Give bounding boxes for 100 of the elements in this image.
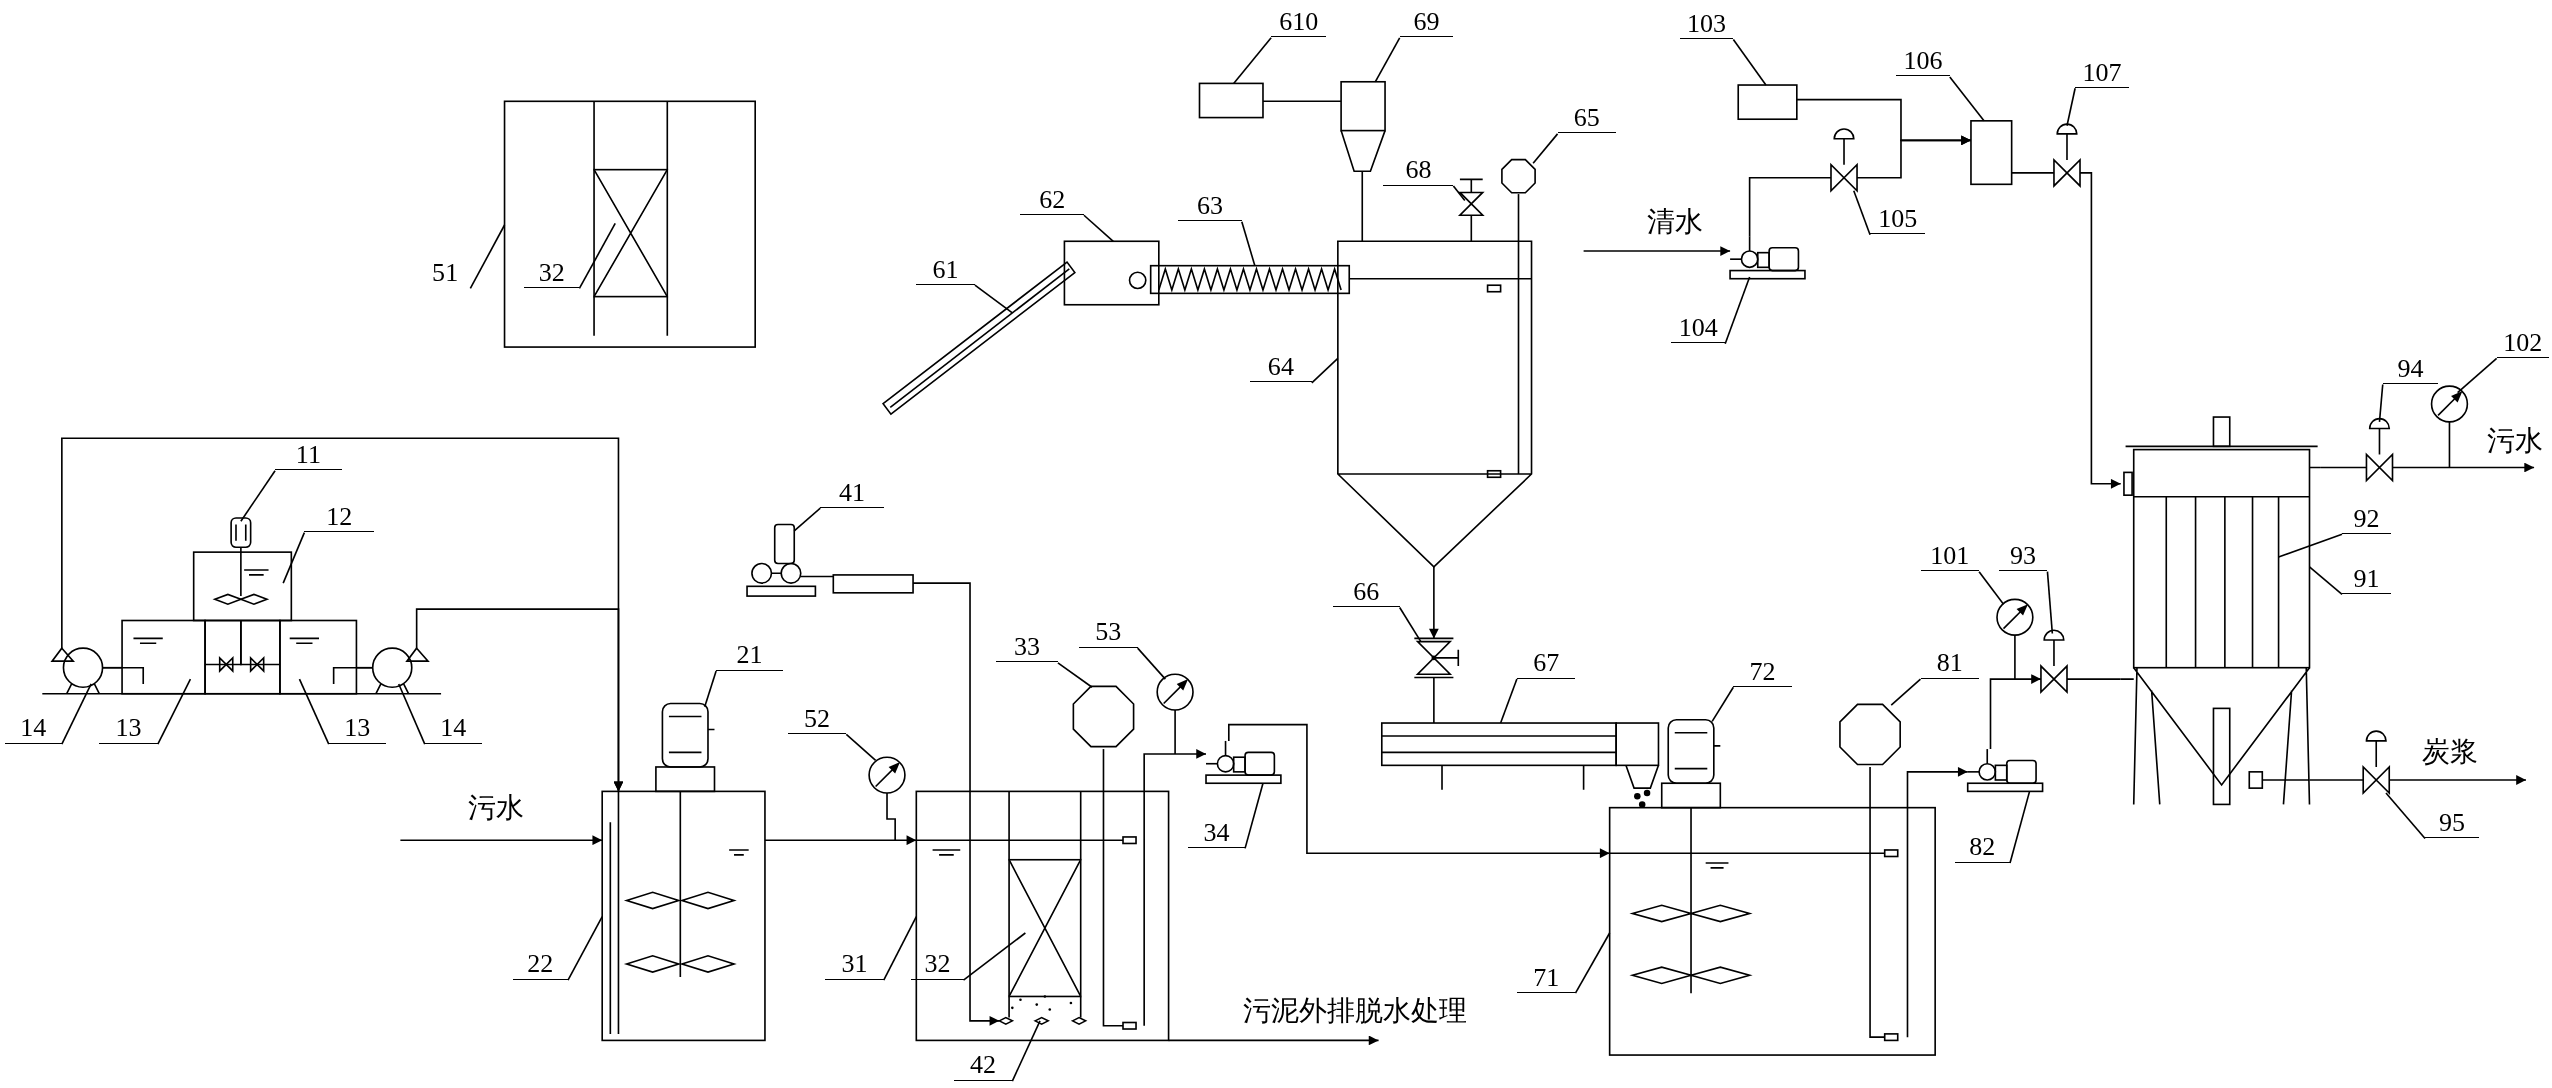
pipe-line (1582, 246, 1731, 256)
callout-number: 67 (1516, 649, 1576, 679)
leader-line (962, 932, 1027, 981)
callout-number: 33 (996, 633, 1058, 663)
pipe-line (399, 835, 603, 846)
conveyor-drawing (881, 260, 1076, 416)
pipe-line (1796, 98, 1972, 146)
callout-number: 62 (1020, 185, 1084, 215)
callout-number: 68 (1383, 156, 1454, 186)
callout-number: 71 (1516, 963, 1576, 993)
callout-number: 103 (1679, 9, 1734, 40)
hopper-tank-drawing (1337, 240, 1533, 568)
valve-icon (2053, 123, 2081, 188)
callout-number: 104 (1671, 314, 1726, 344)
callout-number: 66 (1332, 577, 1400, 608)
blower-drawing (746, 523, 914, 597)
valve-icon (1413, 637, 1460, 679)
pipe-line (912, 582, 1001, 1026)
leader-line (703, 670, 717, 708)
mixing-box (1970, 120, 2013, 186)
leader-line (2456, 357, 2498, 394)
octagon-icon (1501, 158, 1536, 194)
pipe-line (1869, 766, 1871, 809)
leader-line (282, 531, 306, 584)
pipe-line (1429, 565, 1439, 640)
leader-line (1241, 220, 1256, 267)
pressure-gauge-icon (1156, 673, 1194, 755)
leader-line (1398, 606, 1422, 643)
callout-number: 64 (1249, 353, 1312, 383)
leader-line (2066, 87, 2076, 127)
pipe-line (1008, 995, 1010, 1019)
leader-line (1011, 1020, 1041, 1082)
mixing-tank-drawing (192, 546, 293, 622)
control-box (1737, 84, 1798, 121)
leader-line (1711, 686, 1735, 723)
callout-number: 610 (1271, 8, 1327, 38)
octagon-icon (1072, 685, 1135, 748)
leader-line (1499, 678, 1518, 724)
pipe-line (2079, 172, 2122, 489)
callout-number: 105 (1870, 205, 1926, 235)
leader-line (1136, 647, 1167, 680)
pressure-gauge-icon (2430, 385, 2469, 469)
leader-line (1724, 276, 1751, 345)
valve-icon (2362, 730, 2391, 795)
valve-icon (1457, 178, 1485, 217)
slurry-tank-drawing (1608, 806, 1936, 1056)
conveyor-drawing (1380, 722, 1660, 808)
flow-label: 清水 (1646, 203, 1703, 240)
leader-line (2277, 533, 2343, 558)
valve-icon (1830, 128, 1858, 193)
leader-line (2046, 570, 2054, 635)
pump-icon (1205, 740, 1282, 785)
pressure-gauge-icon (1996, 598, 2034, 680)
flow-label: 污泥外排脱水处理 (1204, 986, 1506, 1040)
leader-line (240, 469, 276, 523)
callout-number: 94 (2382, 354, 2439, 385)
leader-line (1574, 932, 1611, 994)
pipe-line (1262, 100, 1342, 103)
callout-number: 72 (1733, 657, 1792, 687)
leader-line (567, 915, 603, 981)
pipe-line (1748, 177, 1832, 238)
leader-line (578, 222, 617, 290)
callout-number: 101 (1920, 541, 1980, 572)
callout-number: 31 (825, 950, 884, 980)
leader-line (157, 678, 192, 745)
pipe-line (1361, 170, 1364, 243)
leader-line (2378, 383, 2384, 423)
pipe-line (355, 666, 374, 669)
pipe-line (1989, 674, 2042, 750)
flow-label: 污水 (468, 789, 525, 826)
aerator-drawing (997, 1016, 1088, 1026)
leader-line (793, 507, 822, 532)
pipe-line (2010, 172, 2055, 174)
callout-number: 32 (911, 950, 964, 980)
callout-number: 61 (916, 255, 975, 285)
motor-icon (655, 702, 716, 793)
callout-number: 52 (787, 704, 847, 734)
callout-number: 91 (2342, 564, 2391, 595)
pipe-line (1228, 723, 1611, 859)
leader-line (298, 678, 330, 745)
leader-line (845, 733, 877, 762)
callout-number: 102 (2496, 328, 2549, 359)
callout-number: 34 (1188, 818, 1246, 848)
aeration-tank-drawing (915, 790, 1170, 1042)
leader-line (469, 224, 506, 290)
pipe-line (764, 835, 918, 846)
callout-number: 81 (1920, 649, 1980, 679)
leader-line (1532, 133, 1559, 164)
pump-icon (51, 647, 104, 695)
pipe-line (1906, 766, 1969, 809)
pipe-line (2320, 466, 2368, 469)
callout-number: 69 (1399, 8, 1454, 38)
callout-number: 93 (1998, 541, 2048, 572)
pipe-line (1517, 193, 1520, 243)
filter-vessel-drawing (2119, 416, 2322, 806)
leader-line (1057, 662, 1093, 689)
pump-icon (1966, 748, 2044, 793)
filter-tube-drawing (2165, 496, 2280, 669)
leader-line (2385, 792, 2426, 840)
pipe-line (2308, 779, 2364, 781)
